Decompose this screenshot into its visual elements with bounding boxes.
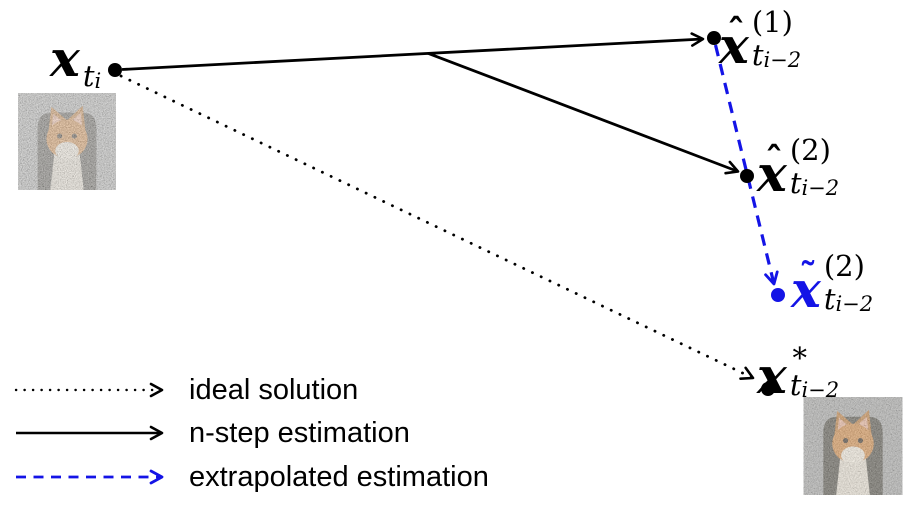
n-step-arrow-2 [427, 51, 740, 175]
legend-item-ideal-solution: ideal solution [12, 374, 358, 406]
hat-accent: ˆ [765, 140, 783, 182]
n-step-arrow-1 [121, 32, 705, 71]
math-subsubscript: i−2 [801, 378, 840, 402]
math-subsubscript: i−2 [801, 176, 840, 200]
legend-item-extrapolated-estimation: extrapolated estimation [12, 461, 489, 493]
legend-label: extrapolated estimation [189, 461, 489, 493]
point-x-tilde-2 [771, 288, 785, 302]
ideal-solution-arrow [119, 74, 755, 380]
tilde-accent: ˜ [799, 256, 817, 298]
math-subsubscript: i [94, 69, 102, 93]
math-symbol: x [757, 346, 787, 405]
math-subsubscript: i−2 [763, 48, 802, 72]
math-symbol: ˆ x [719, 12, 749, 75]
hat-accent: ˆ [727, 12, 745, 54]
extrapolated-arrow [713, 44, 779, 286]
math-symbol: ˆ x [757, 140, 787, 203]
point-x-hat-2 [740, 169, 754, 183]
math-superscript: (2) [823, 249, 865, 283]
legend-label: ideal solution [189, 374, 359, 406]
math-subsubscript: i−2 [835, 292, 874, 316]
point-x-star [761, 382, 775, 396]
math-superscript: (2) [789, 133, 831, 167]
point-x-hat-1 [707, 31, 721, 45]
noise-overlay [803, 397, 903, 495]
noisy-cat-image-target [803, 397, 903, 495]
math-superscript: (1) [751, 5, 793, 39]
solid-arrow-sample [16, 425, 164, 441]
point-x-ti [108, 63, 122, 77]
noisy-cat-image-start [18, 93, 116, 190]
math-symbol: x [50, 29, 80, 88]
math-symbol: ˜ x [791, 256, 821, 319]
legend-item-n-step-estimation: n-step estimation [12, 417, 410, 449]
noise-overlay [18, 93, 116, 190]
legend-label: n-step estimation [189, 417, 410, 449]
math-superscript: ∗ [789, 335, 810, 369]
dashed-arrow-sample [16, 469, 164, 485]
dotted-arrow-sample [14, 382, 164, 398]
